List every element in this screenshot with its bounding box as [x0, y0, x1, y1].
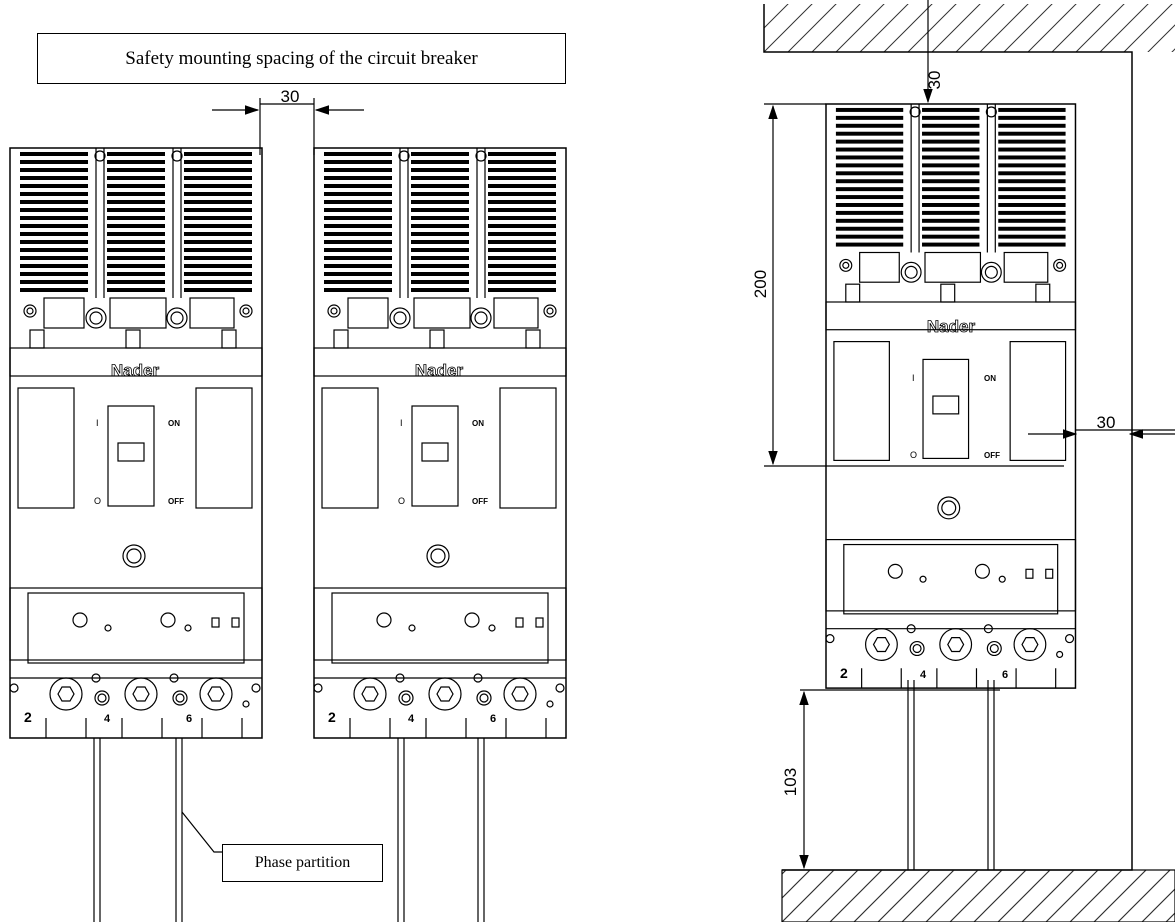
terminal-4: 4: [104, 713, 111, 725]
o-label: O: [910, 450, 917, 460]
breaker-left-1: [9, 147, 263, 739]
on-label: ON: [472, 419, 484, 428]
bottom-clearance-label: 103: [781, 768, 800, 796]
enclosure-walls: [763, 4, 1175, 922]
terminal-6: 6: [1002, 669, 1008, 681]
brand-label-2: Nader: [415, 361, 464, 380]
i-label: I: [96, 418, 99, 428]
terminal-6: 6: [490, 713, 496, 725]
brand-label-1: Nader: [111, 361, 160, 380]
terminal-4: 4: [408, 713, 415, 725]
terminal-2: 2: [24, 709, 32, 725]
brand-label-3: Nader: [927, 317, 976, 336]
o-label: O: [94, 496, 101, 506]
gap-dimension: [212, 98, 364, 155]
phase-partition-label: Phase partition: [222, 844, 383, 882]
top-clearance-label: 30: [925, 71, 944, 90]
terminal-4: 4: [920, 669, 927, 681]
gap-dimension-label: 30: [281, 87, 300, 106]
height-dimension-label: 200: [751, 270, 770, 298]
breaker-right: [825, 103, 1077, 689]
i-label: I: [912, 373, 915, 383]
breaker-left-2: [313, 147, 567, 739]
o-label: O: [398, 496, 405, 506]
off-label: OFF: [984, 451, 1000, 460]
page-title: Safety mounting spacing of the circuit b…: [37, 33, 566, 84]
terminal-2: 2: [328, 709, 336, 725]
side-clearance-label: 30: [1097, 413, 1116, 432]
i-label: I: [400, 418, 403, 428]
phase-partitions-left: [93, 738, 485, 922]
terminal-6: 6: [186, 713, 192, 725]
terminal-2: 2: [840, 665, 848, 681]
off-label: OFF: [168, 497, 184, 506]
right-dimensions: [764, 0, 1175, 870]
on-label: ON: [168, 419, 180, 428]
on-label: ON: [984, 374, 996, 383]
off-label: OFF: [472, 497, 488, 506]
